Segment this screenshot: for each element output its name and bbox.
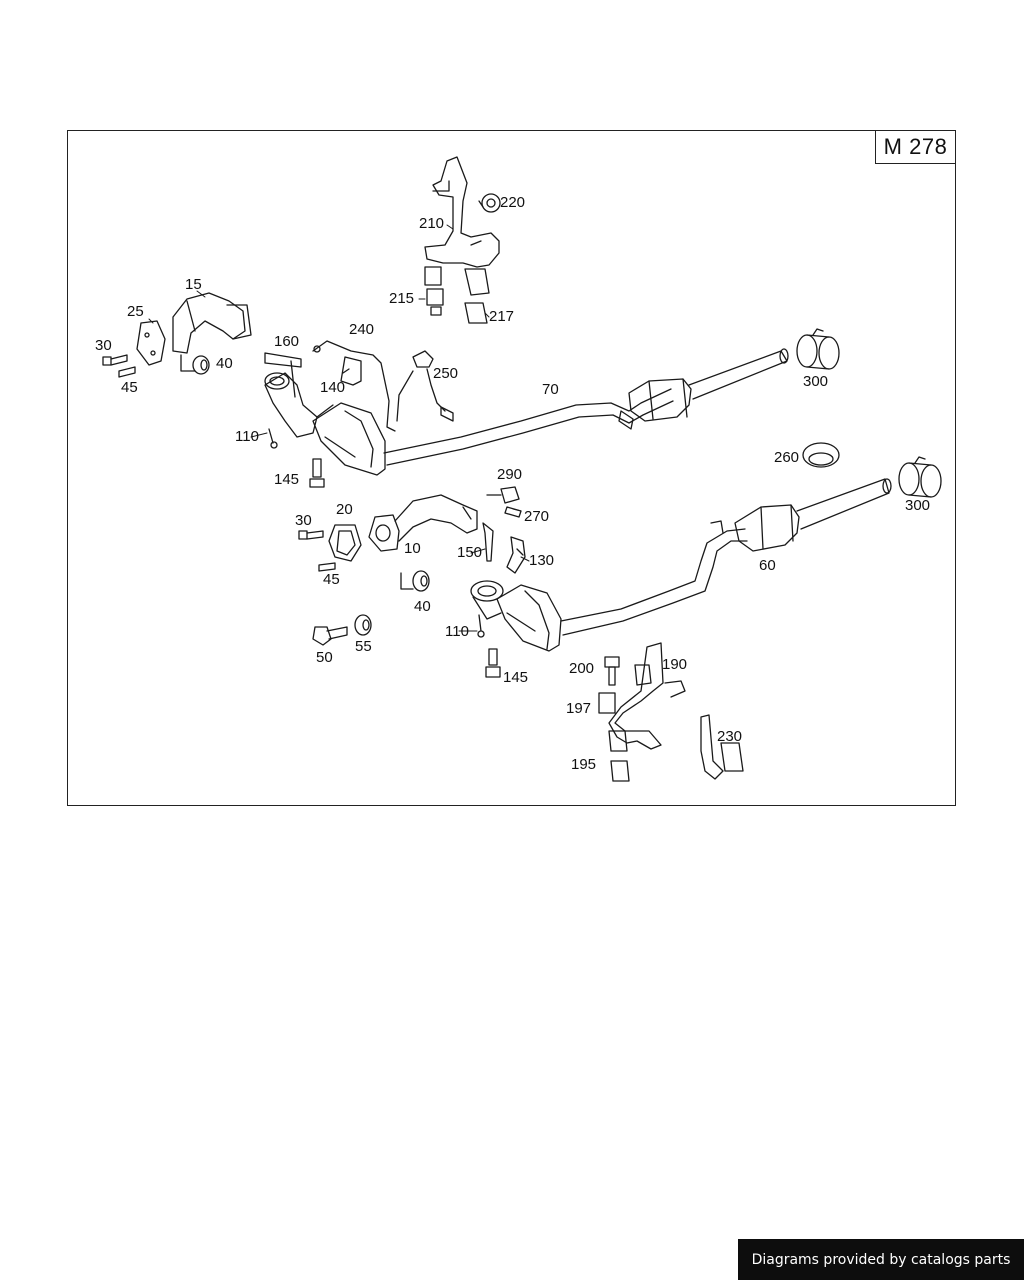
- callout-30-upper[interactable]: 30: [95, 337, 112, 354]
- manifold-pipe-15: [172, 292, 252, 354]
- engine-code-label: M 278: [875, 131, 955, 164]
- catalytic-converter-upper: [312, 402, 386, 476]
- callout-195[interactable]: 195: [571, 756, 597, 773]
- rubber-mount-217: [464, 268, 490, 324]
- stud-45-lower: [318, 562, 336, 572]
- callout-290[interactable]: 290: [497, 466, 523, 483]
- bolt-110-upper: [268, 428, 278, 449]
- callout-20[interactable]: 20: [336, 501, 353, 518]
- callout-110-upper[interactable]: 110: [235, 428, 259, 445]
- diagram-frame: M 278: [67, 130, 956, 806]
- exhaust-diagram-drawing: [102, 156, 942, 782]
- manifold-pipe-10: [368, 494, 478, 552]
- callout-300-lower[interactable]: 300: [905, 497, 931, 514]
- callout-130[interactable]: 130: [529, 552, 555, 569]
- rubber-mount-215: [424, 266, 444, 316]
- bracket-150: [482, 522, 494, 562]
- exhaust-pipe-upper: [383, 348, 789, 466]
- callout-25[interactable]: 25: [127, 303, 144, 320]
- callout-45-upper[interactable]: 45: [121, 379, 138, 396]
- clamp-300-lower: [898, 456, 942, 498]
- stud-45-upper: [118, 366, 136, 378]
- callout-220[interactable]: 220: [500, 194, 526, 211]
- callout-145-lower[interactable]: 145: [503, 669, 529, 686]
- sensor-250: [396, 350, 454, 422]
- callout-leader-lines: [148, 224, 530, 632]
- sensor-harness-240: [312, 340, 396, 432]
- inlet-elbow-lower: [470, 580, 504, 620]
- exhaust-pipe-lower: [560, 478, 892, 636]
- catalytic-converter-lower: [496, 584, 562, 652]
- grommet-260: [802, 442, 840, 468]
- gasket-20: [328, 524, 362, 562]
- bracket-130: [506, 536, 526, 574]
- callout-160[interactable]: 160: [274, 333, 300, 350]
- callout-270[interactable]: 270: [524, 508, 550, 525]
- bracket-assembly-190: [608, 642, 686, 750]
- callout-15[interactable]: 15: [185, 276, 202, 293]
- inlet-elbow-upper: [264, 372, 318, 438]
- callout-50[interactable]: 50: [316, 649, 333, 666]
- callout-230[interactable]: 230: [717, 728, 743, 745]
- nut-40-upper: [180, 354, 210, 375]
- callout-40-lower[interactable]: 40: [414, 598, 431, 615]
- bolt-145-lower: [485, 648, 501, 678]
- callout-210[interactable]: 210: [419, 215, 445, 232]
- callout-140[interactable]: 140: [320, 379, 346, 396]
- gasket-25: [136, 320, 166, 366]
- callout-55[interactable]: 55: [355, 638, 372, 655]
- callout-197[interactable]: 197: [566, 700, 592, 717]
- bolt-30-lower: [298, 530, 324, 540]
- footer-credit: Diagrams provided by catalogs parts: [738, 1239, 1024, 1280]
- bolt-200: [604, 656, 620, 686]
- nut-55: [354, 614, 372, 636]
- callout-200[interactable]: 200: [569, 660, 595, 677]
- rubber-mount-197: [598, 692, 616, 714]
- rubber-mount-195: [608, 730, 630, 782]
- nut-40-lower: [400, 570, 430, 592]
- callout-260[interactable]: 260: [774, 449, 800, 466]
- bolt-30-upper: [102, 354, 128, 366]
- bolt-145-upper: [309, 458, 325, 488]
- callout-215[interactable]: 215: [389, 290, 415, 307]
- oxygen-sensor-160: [264, 352, 302, 398]
- clamp-300-upper: [796, 328, 840, 370]
- callout-70[interactable]: 70: [542, 381, 559, 398]
- callout-10[interactable]: 10: [404, 540, 421, 557]
- bracket-140: [340, 356, 362, 386]
- callout-150[interactable]: 150: [457, 544, 483, 561]
- callout-45-lower[interactable]: 45: [323, 571, 340, 588]
- callout-110-lower[interactable]: 110: [445, 623, 469, 640]
- bolt-290: [486, 486, 520, 504]
- callout-145-upper[interactable]: 145: [274, 471, 300, 488]
- callout-190[interactable]: 190: [662, 656, 688, 673]
- callout-250[interactable]: 250: [433, 365, 459, 382]
- bracket-assembly-210: [424, 156, 500, 268]
- bolt-50: [312, 626, 348, 646]
- grommet-220: [478, 193, 501, 213]
- callout-30-lower[interactable]: 30: [295, 512, 312, 529]
- callout-60[interactable]: 60: [759, 557, 776, 574]
- callout-217[interactable]: 217: [489, 308, 515, 325]
- callout-240[interactable]: 240: [349, 321, 375, 338]
- bracket-230: [700, 714, 744, 780]
- callout-40-upper[interactable]: 40: [216, 355, 233, 372]
- bolt-110-lower: [477, 614, 485, 638]
- callout-300-upper[interactable]: 300: [803, 373, 829, 390]
